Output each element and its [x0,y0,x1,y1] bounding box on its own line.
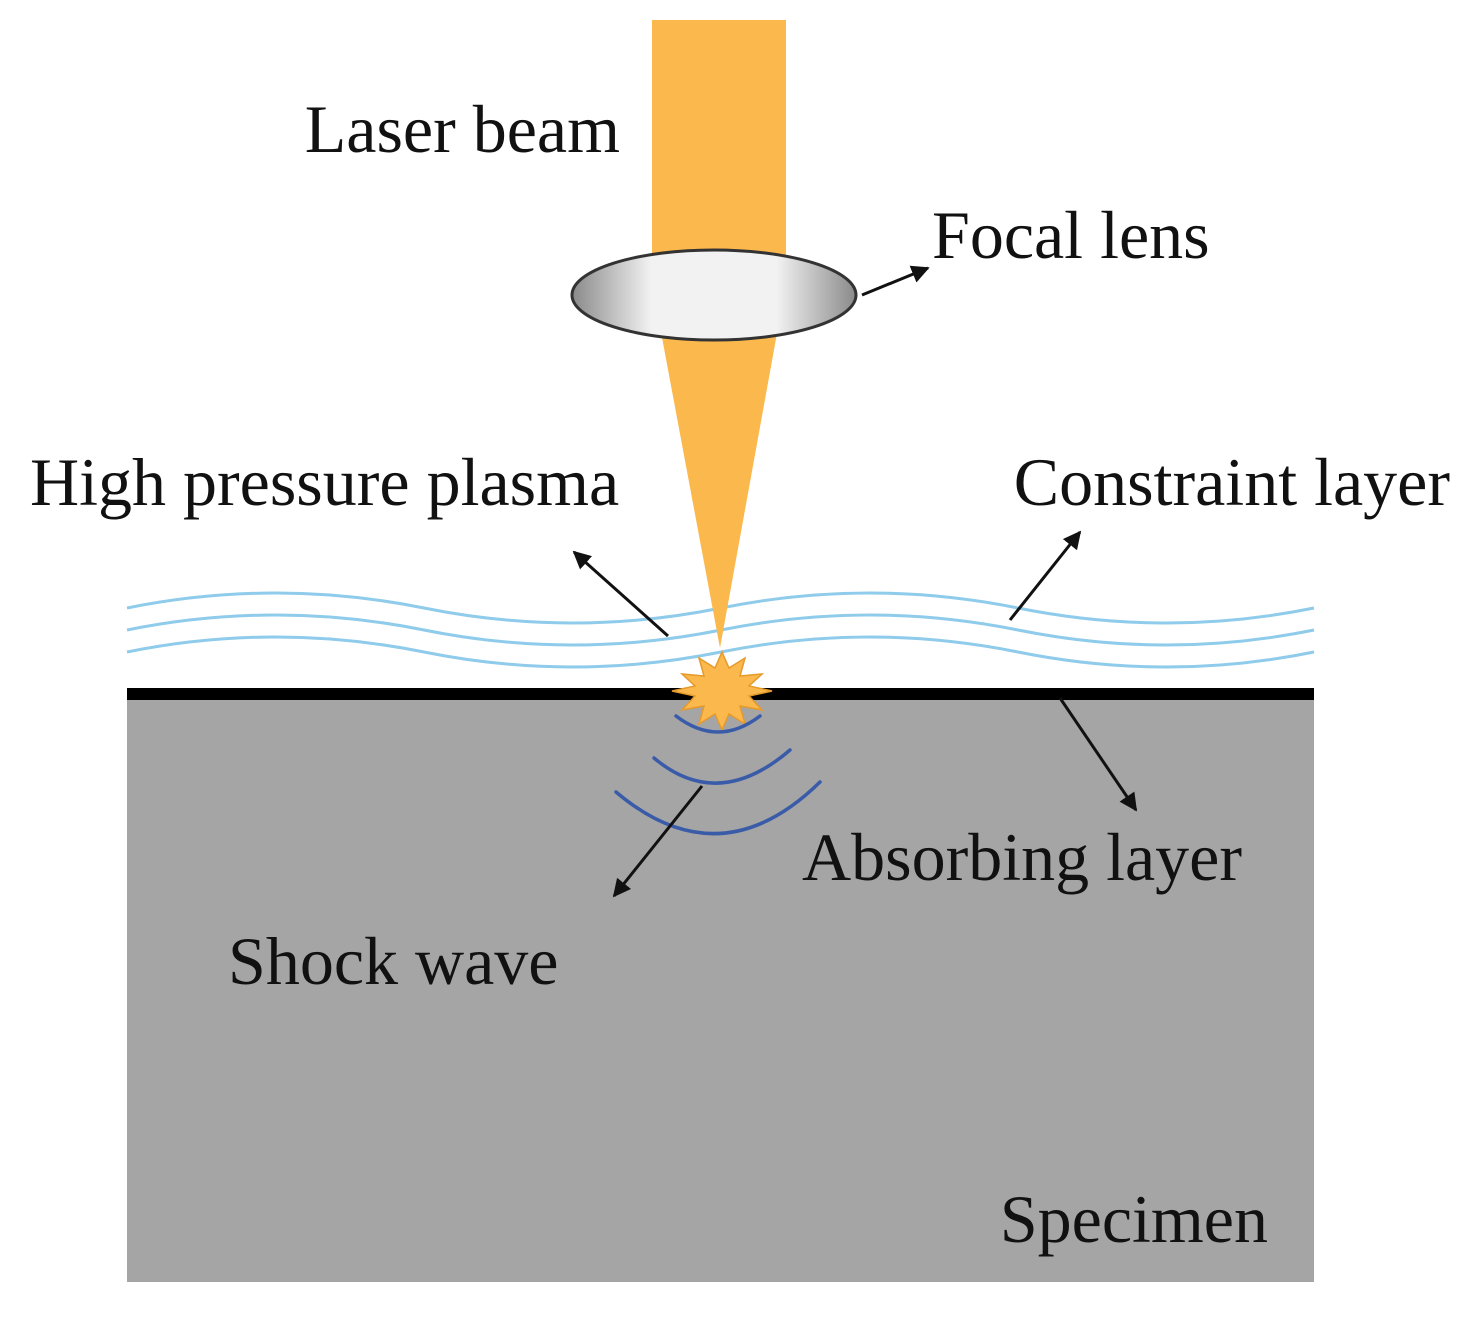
laser-beam-column [652,20,786,290]
absorbing-layer-arrow [1058,697,1138,812]
focal-lens [570,248,858,342]
plasma-burst [671,650,773,732]
shock-wave-arc-2 [652,748,792,785]
label-specimen: Specimen [1000,1181,1268,1257]
shock-wave-arc-1 [674,714,762,734]
label-constraint-layer: Constraint layer [1014,444,1451,520]
plasma-arrow [572,550,669,638]
specimen-block [127,697,1314,1282]
arrows [572,265,1138,898]
label-high-pressure-plasma: High pressure plasma [30,444,619,520]
focal-lens-arrow [861,265,930,297]
label-shock-wave: Shock wave [228,923,558,999]
shock-wave-arcs [614,714,822,836]
shock-wave-arc-3 [614,780,822,836]
label-focal-lens: Focal lens [932,197,1210,273]
label-absorbing-layer: Absorbing layer [802,819,1242,895]
shock-wave-arrow [612,785,704,898]
laser-beam-cone [655,300,783,648]
constraint-layer-arrow [1008,530,1082,621]
constraint-wave-bottom [126,635,1315,669]
label-laser-beam: Laser beam [305,91,620,167]
